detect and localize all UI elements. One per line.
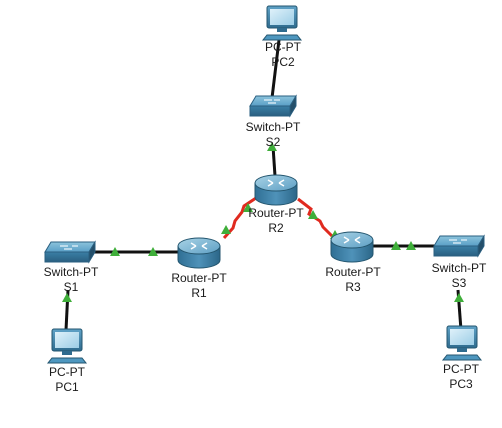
pc3-name-label: PC3 [449, 377, 473, 391]
switch-icon [433, 234, 485, 258]
link-up-indicator [62, 293, 72, 302]
link-up-indicator [243, 203, 253, 212]
link-up-indicator [391, 241, 401, 250]
r1-type-label: Router-PT [171, 271, 227, 285]
s3-type-label: Switch-PT [432, 261, 487, 275]
s2-name-label: S2 [266, 135, 281, 149]
pc3-type-label: PC-PT [443, 362, 480, 376]
s1-device[interactable] [44, 240, 96, 264]
link-up-indicator [308, 210, 318, 219]
router-icon [177, 237, 221, 269]
link-up-indicator [221, 225, 231, 234]
s3-device[interactable] [433, 234, 485, 258]
link-up-indicator [406, 241, 416, 250]
link-up-indicator [267, 142, 277, 151]
pc1-device[interactable] [46, 328, 88, 364]
r1-name-label: R1 [191, 286, 207, 300]
r3-name-label: R3 [345, 280, 361, 294]
link-up-indicator [148, 247, 158, 256]
pc-icon [441, 325, 483, 361]
switch-icon [44, 240, 96, 264]
pc1-name-label: PC1 [55, 380, 79, 394]
pc-icon [261, 5, 303, 41]
router-icon [330, 231, 374, 263]
r3-type-label: Router-PT [325, 265, 381, 279]
r2-device[interactable] [254, 174, 298, 206]
link-status-layer [62, 142, 464, 302]
s1-type-label: Switch-PT [44, 265, 99, 279]
link-up-indicator [110, 247, 120, 256]
s2-device[interactable] [249, 94, 297, 118]
link-up-indicator [454, 293, 464, 302]
switch-icon [249, 94, 297, 118]
r1-device[interactable] [177, 237, 221, 269]
s3-name-label: S3 [452, 276, 467, 290]
pc1-type-label: PC-PT [49, 365, 86, 379]
link-r2-r1-serial[interactable] [222, 196, 257, 240]
r2-type-label: Router-PT [248, 206, 304, 220]
r2-name-label: R2 [268, 221, 284, 235]
pc-icon [46, 328, 88, 364]
pc2-name-label: PC2 [271, 55, 295, 69]
pc3-device[interactable] [441, 325, 483, 361]
s1-name-label: S1 [64, 280, 79, 294]
pc2-type-label: PC-PT [265, 40, 302, 54]
r3-device[interactable] [330, 231, 374, 263]
pc2-device[interactable] [261, 5, 303, 41]
link-pc2-s2[interactable] [270, 39, 281, 99]
router-icon [254, 174, 298, 206]
s2-type-label: Switch-PT [246, 120, 301, 134]
